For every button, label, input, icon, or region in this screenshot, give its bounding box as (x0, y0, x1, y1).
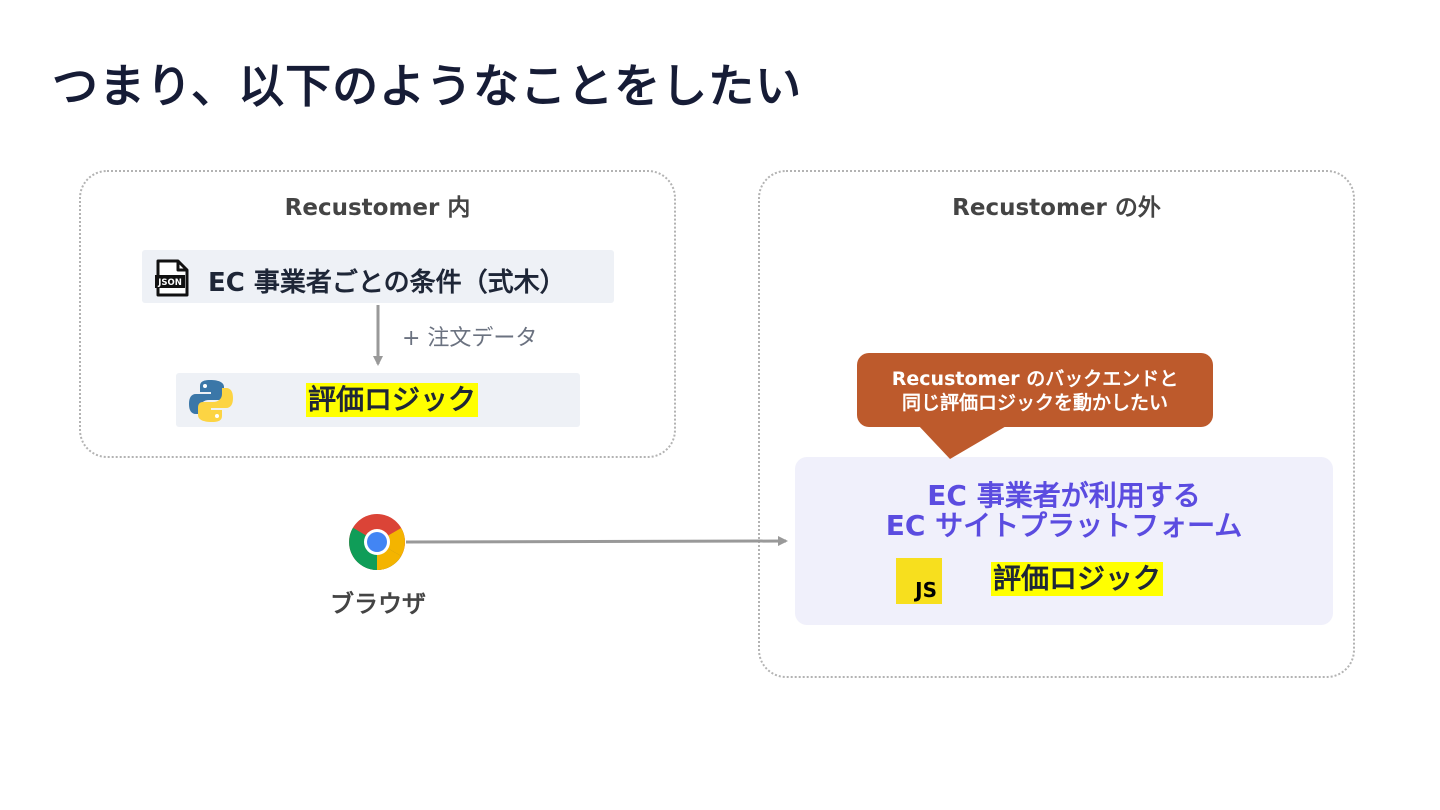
logic-label-js: 評価ロジック (991, 562, 1164, 596)
group-recustomer-inside: Recustomer 内 (79, 170, 676, 458)
logic-box-python: 評価ロジック (176, 373, 580, 427)
json-file-icon: JSON (155, 259, 189, 297)
condition-label: EC 事業者ごとの条件（式木） (208, 268, 566, 298)
edge-label-order-data: + 注文データ (402, 326, 538, 351)
arrow-browser-to-platform (405, 536, 788, 547)
group-title: Recustomer の外 (952, 195, 1161, 221)
slide-title: つまり、以下のようなことをしたい (52, 59, 803, 113)
chrome-icon (349, 514, 405, 570)
javascript-icon: JS (896, 558, 942, 604)
group-recustomer-outside: Recustomer の外 (758, 170, 1355, 678)
js-icon-text: JS (915, 578, 937, 602)
platform-label: EC 事業者が利用する EC サイトプラットフォーム (795, 481, 1333, 541)
callout-note: Recustomer のバックエンドと 同じ評価ロジックを動かしたい (857, 353, 1213, 427)
browser-label: ブラウザ (330, 590, 426, 618)
svg-text:JSON: JSON (157, 278, 182, 288)
python-icon (189, 380, 233, 422)
platform-label-line: EC 事業者が利用する (927, 479, 1201, 512)
logic-label-python: 評価ロジック (306, 383, 479, 417)
callout-line: 同じ評価ロジックを動かしたい (901, 392, 1168, 414)
ec-platform-box: EC 事業者が利用する EC サイトプラットフォーム JS 評価ロジック (795, 457, 1333, 625)
callout-pointer (918, 425, 1008, 459)
callout-line: Recustomer のバックエンドと (891, 368, 1179, 390)
condition-box: JSON EC 事業者ごとの条件（式木） (142, 250, 614, 303)
group-title: Recustomer 内 (284, 195, 471, 221)
platform-label-line: EC サイトプラットフォーム (885, 509, 1243, 542)
